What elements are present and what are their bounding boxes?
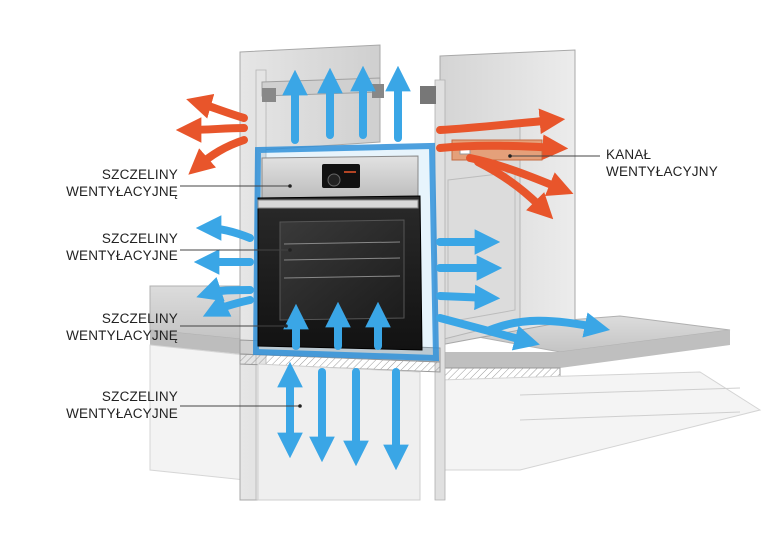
arrow-cool-air-icon [196, 277, 254, 302]
drawer-line-2 [519, 411, 741, 421]
arrow-cool-air-icon [195, 215, 254, 242]
label-line: WENTYŁACYJNY [606, 164, 718, 179]
arrow-cool-air-icon [436, 284, 501, 311]
drawer-line-1 [519, 387, 741, 396]
oven-blue-frame [252, 142, 440, 362]
leader-dots [284, 154, 512, 408]
label-line: WENTYŁACYJNĘ [66, 184, 178, 199]
left-counter-edge [150, 330, 250, 355]
oven-rack-2 [283, 257, 401, 261]
arrow-hot-air-icon [436, 134, 569, 160]
arrow-cool-air-icon [202, 293, 254, 317]
oven-rack-3 [283, 275, 401, 279]
leader-dot [298, 404, 302, 408]
oven-knob [327, 173, 341, 187]
cool-air-arrows [193, 65, 611, 471]
arrow-hot-air-icon [186, 93, 248, 122]
arrow-hot-air-icon [436, 108, 566, 135]
arrow-hot-air-icon [175, 117, 248, 143]
label-line: KANAŁ [606, 147, 652, 162]
bracket-mid [372, 84, 384, 98]
label-line: SZCZELINY [101, 231, 178, 246]
label-line: WENTYŁACYJNE [66, 406, 178, 421]
label-line: WENTYLACYJNĘ [66, 328, 178, 343]
arrow-hot-air-icon [474, 158, 554, 220]
lower-right-cabinet [439, 371, 762, 471]
bracket-right [420, 86, 436, 104]
label-vent-slots-4: SZCZELINY WENTYŁACYJNE [46, 388, 178, 422]
leader-lines [180, 155, 600, 407]
base-shelf-hatch [239, 353, 441, 373]
leader-dot [284, 324, 288, 328]
arrow-cool-air-icon [436, 314, 540, 351]
leader-dot [288, 184, 292, 188]
label-line: SZCZELINY [101, 389, 178, 404]
bracket-left [262, 88, 276, 102]
arrow-cool-air-icon [486, 312, 611, 338]
label-vent-duct: KANAŁ WENTYŁACYJNY [606, 146, 746, 180]
oven-rack-1 [283, 241, 401, 245]
hot-air-arrows [175, 93, 574, 220]
label-vent-slots-2: SZCZELINY WENTYŁACYJNE [46, 230, 178, 264]
oven-display [322, 164, 360, 188]
label-line: WENTYŁACYJNE [66, 248, 178, 263]
label-vent-slots-1: SZCZELINY WENTYŁACYJNĘ [46, 166, 178, 200]
oven-window [279, 219, 405, 321]
arrow-hot-air-icon [188, 136, 248, 175]
leader-dot [288, 248, 292, 252]
label-line: SZCZELINY [101, 167, 178, 182]
oven-handle [257, 199, 419, 209]
label-vent-slots-3: SZCZELINY WENTYLACYJNĘ [46, 310, 178, 344]
leader-dot [508, 154, 512, 158]
label-line: SZCZELINY [101, 311, 178, 326]
right-counter-edge [440, 330, 730, 368]
